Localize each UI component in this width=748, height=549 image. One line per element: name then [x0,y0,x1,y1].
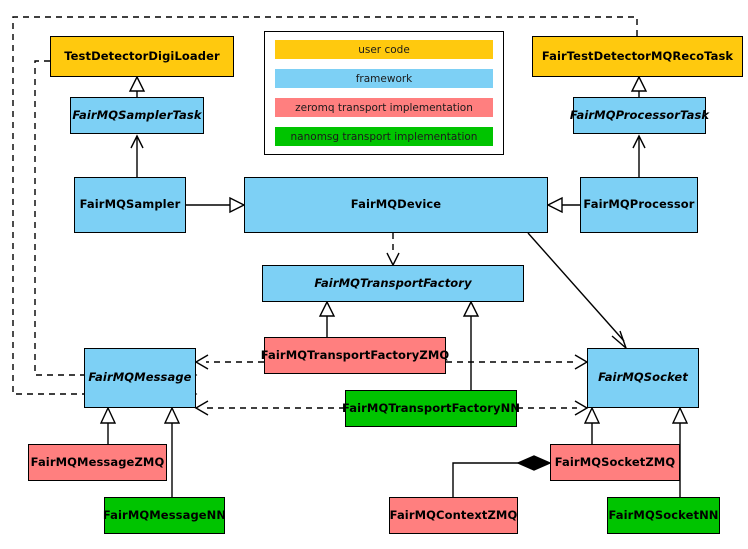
node-fairmqprocessor[interactable]: FairMQProcessor [580,177,698,233]
edge-tfzmq-to-socket [446,354,589,370]
edge-messagezmq-to-message [99,406,117,444]
node-label: FairMQSocket [598,370,688,385]
node-fairmqmessagenn[interactable]: FairMQMessageNN [102,497,227,534]
node-label: FairMQMessageZMQ [30,454,165,469]
node-fairmqtransportfactory[interactable]: FairMQTransportFactory [262,265,524,302]
edge-tfnn-to-message [194,400,345,416]
legend-item-zeromq: zeromq transport implementation [275,98,493,117]
node-fairmqtransportfactoryzmq[interactable]: FairMQTransportFactoryZMQ [261,337,449,374]
node-label: FairMQMessage [88,370,192,385]
edge-processor-to-processortask [632,134,646,177]
edge-sampler-to-samplertask [130,134,144,177]
node-label: FairMQTransportFactoryZMQ [260,347,450,362]
edge-tfnn-to-transportfactory [462,300,480,390]
node-fairmqtransportfactorynn[interactable]: FairMQTransportFactoryNN [341,390,521,427]
node-label: FairMQMessageNN [102,507,227,522]
node-fairmqprocessortask[interactable]: FairMQProcessorTask [569,97,710,134]
node-label: TestDetectorDigiLoader [64,48,220,63]
legend-item-nanomsg: nanomsg transport implementation [275,127,493,146]
node-fairmqsamplertask[interactable]: FairMQSamplerTask [70,97,204,134]
node-label: FairMQContextZMQ [389,507,518,522]
edge-samplertask-to-digiloader [128,75,146,97]
node-fairmqcontextzmq[interactable]: FairMQContextZMQ [389,497,518,534]
edge-device-to-socket [527,232,628,351]
legend-item-framework: framework [275,69,493,88]
legend-item-user-code: user code [275,40,493,59]
node-testdetectordigiloader[interactable]: TestDetectorDigiLoader [50,36,234,77]
node-label: FairMQProcessorTask [569,107,710,122]
edge-device-to-transportfactory [386,233,400,267]
node-label: FairMQSamplerTask [72,107,202,122]
edge-tfzmq-to-transportfactory [318,300,336,337]
node-fairmqsocketzmq[interactable]: FairMQSocketZMQ [550,444,680,481]
node-fairmqmessagezmq[interactable]: FairMQMessageZMQ [28,444,167,481]
node-label: FairMQTransportFactoryNN [341,400,521,415]
edge-messagenn-to-message [163,406,181,497]
legend-label: zeromq transport implementation [295,101,473,114]
legend-label: framework [355,72,413,85]
edge-tfnn-to-socket [517,400,589,416]
edge-processor-to-device [546,196,580,214]
node-label: FairMQProcessor [583,197,695,212]
legend-label: nanomsg transport implementation [290,130,478,143]
node-label: FairMQTransportFactory [314,275,472,290]
node-label: FairMQSocketNN [608,507,719,522]
legend: user code framework zeromq transport imp… [264,31,504,155]
node-fairmqsampler[interactable]: FairMQSampler [74,177,186,233]
edge-socketzmq-to-socket [583,406,601,444]
edge-tfzmq-to-message [194,354,264,370]
node-fairmqdevice[interactable]: FairMQDevice [244,177,548,233]
node-label: FairTestDetectorMQRecoTask [541,48,734,63]
node-fairmqsocketnn[interactable]: FairMQSocketNN [607,497,720,534]
node-fairmqmessage[interactable]: FairMQMessage [84,348,196,408]
node-fairtestdetectormqrecotask[interactable]: FairTestDetectorMQRecoTask [532,36,743,77]
edge-processortask-to-recotask [630,75,648,97]
edge-socketnn-to-socket [671,406,689,497]
edge-contextzmq-to-socketzmq [452,455,552,497]
node-label: FairMQDevice [350,197,442,212]
node-label: FairMQSampler [79,197,181,212]
edge-sampler-to-device [186,196,246,214]
node-fairmqsocket[interactable]: FairMQSocket [587,348,699,408]
node-label: FairMQSocketZMQ [554,454,676,469]
legend-label: user code [358,43,410,56]
